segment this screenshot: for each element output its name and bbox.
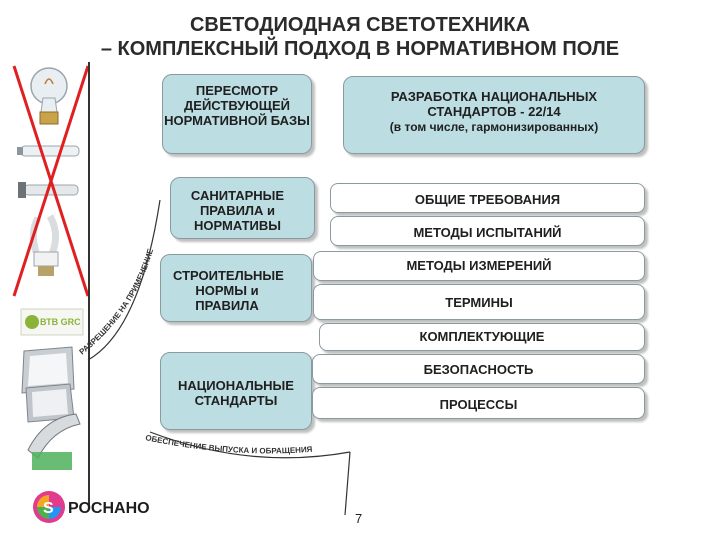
development-line1: РАЗРАБОТКА НАЦИОНАЛЬНЫХ bbox=[390, 89, 598, 104]
right-box-measurement-label: МЕТОДЫ ИЗМЕРЕНИЙ bbox=[406, 258, 552, 273]
building-box: СТРОИТЕЛЬНЫЕ НОРМЫ и ПРАВИЛА bbox=[160, 254, 312, 322]
right-box-processes-label: ПРОЦЕССЫ bbox=[439, 397, 518, 412]
led-panel-image-2 bbox=[25, 383, 75, 423]
revision-box: ПЕРЕСМОТР ДЕЙСТВУЮЩЕЙ НОРМАТИВНОЙ БАЗЫ bbox=[162, 74, 312, 154]
right-box-terms: ТЕРМИНЫ bbox=[313, 284, 645, 320]
right-box-safety-label: БЕЗОПАСНОСТЬ bbox=[423, 362, 534, 377]
incandescent-bulb-image bbox=[30, 67, 68, 125]
fluorescent-tube-image bbox=[17, 145, 80, 157]
cross-out-mark bbox=[12, 65, 90, 297]
right-box-general-label: ОБЩИЕ ТРЕБОВАНИЯ bbox=[414, 192, 561, 207]
permission-label: РАЗРЕШЕНИЕ НА ПРИМЕНЕНИЕ bbox=[78, 247, 156, 357]
sanitary-box: САНИТАРНЫЕ ПРАВИЛА и НОРМАТИВЫ bbox=[170, 177, 315, 239]
permission-label-path: РАЗРЕШЕНИЕ НА ПРИМЕНЕНИЕ bbox=[78, 247, 156, 357]
sanitary-label: САНИТАРНЫЕ ПРАВИЛА и НОРМАТИВЫ bbox=[190, 188, 285, 233]
led-module-image bbox=[20, 308, 84, 336]
rosnano-logo-text: РОСНАНО bbox=[68, 500, 150, 517]
revision-label: ПЕРЕСМОТР ДЕЙСТВУЮЩЕЙ НОРМАТИВНОЙ БАЗЫ bbox=[164, 83, 310, 128]
page-number: 7 bbox=[355, 511, 363, 526]
development-line2: СТАНДАРТОВ - 22/14 bbox=[427, 104, 561, 119]
street-light-image bbox=[27, 413, 81, 470]
vertical-divider bbox=[88, 62, 90, 507]
svg-text:S: S bbox=[43, 500, 54, 517]
slide-title-line2: – КОМПЛЕКСНЫЙ ПОДХОД В НОРМАТИВНОМ ПОЛЕ bbox=[100, 38, 620, 60]
right-box-general: ОБЩИЕ ТРЕБОВАНИЯ bbox=[330, 183, 645, 213]
right-box-components: КОМПЛЕКТУЮЩИЕ bbox=[319, 323, 645, 351]
development-line3: (в том числе, гармонизированных) bbox=[389, 120, 599, 134]
right-box-terms-label: ТЕРМИНЫ bbox=[445, 295, 513, 310]
led-panel-image bbox=[21, 346, 75, 394]
national-label: НАЦИОНАЛЬНЫЕ СТАНДАРТЫ bbox=[178, 378, 294, 408]
circulation-label-path: ОБЕСПЕЧЕНИЕ ВЫПУСКА И ОБРАЩЕНИЯ bbox=[145, 433, 313, 455]
development-box: РАЗРАБОТКА НАЦИОНАЛЬНЫХ СТАНДАРТОВ - 22/… bbox=[343, 76, 645, 154]
right-box-testing: МЕТОДЫ ИСПЫТАНИЙ bbox=[330, 216, 645, 246]
right-box-processes: ПРОЦЕССЫ bbox=[312, 387, 645, 419]
image-caption: ВТВ GRC bbox=[40, 317, 81, 327]
right-box-components-label: КОМПЛЕКТУЮЩИЕ bbox=[419, 329, 545, 344]
right-box-measurement: МЕТОДЫ ИЗМЕРЕНИЙ bbox=[313, 251, 645, 281]
right-box-safety: БЕЗОПАСНОСТЬ bbox=[312, 354, 645, 384]
circulation-label: ОБЕСПЕЧЕНИЕ ВЫПУСКА И ОБРАЩЕНИЯ bbox=[145, 433, 313, 455]
building-label: СТРОИТЕЛЬНЫЕ НОРМЫ и ПРАВИЛА bbox=[173, 268, 284, 313]
rosnano-logo-icon: S bbox=[33, 491, 65, 523]
slide-title-line1: СВЕТОДИОДНАЯ СВЕТОТЕХНИКА bbox=[189, 14, 531, 36]
right-box-testing-label: МЕТОДЫ ИСПЫТАНИЙ bbox=[413, 225, 562, 240]
national-box: НАЦИОНАЛЬНЫЕ СТАНДАРТЫ bbox=[160, 352, 312, 430]
